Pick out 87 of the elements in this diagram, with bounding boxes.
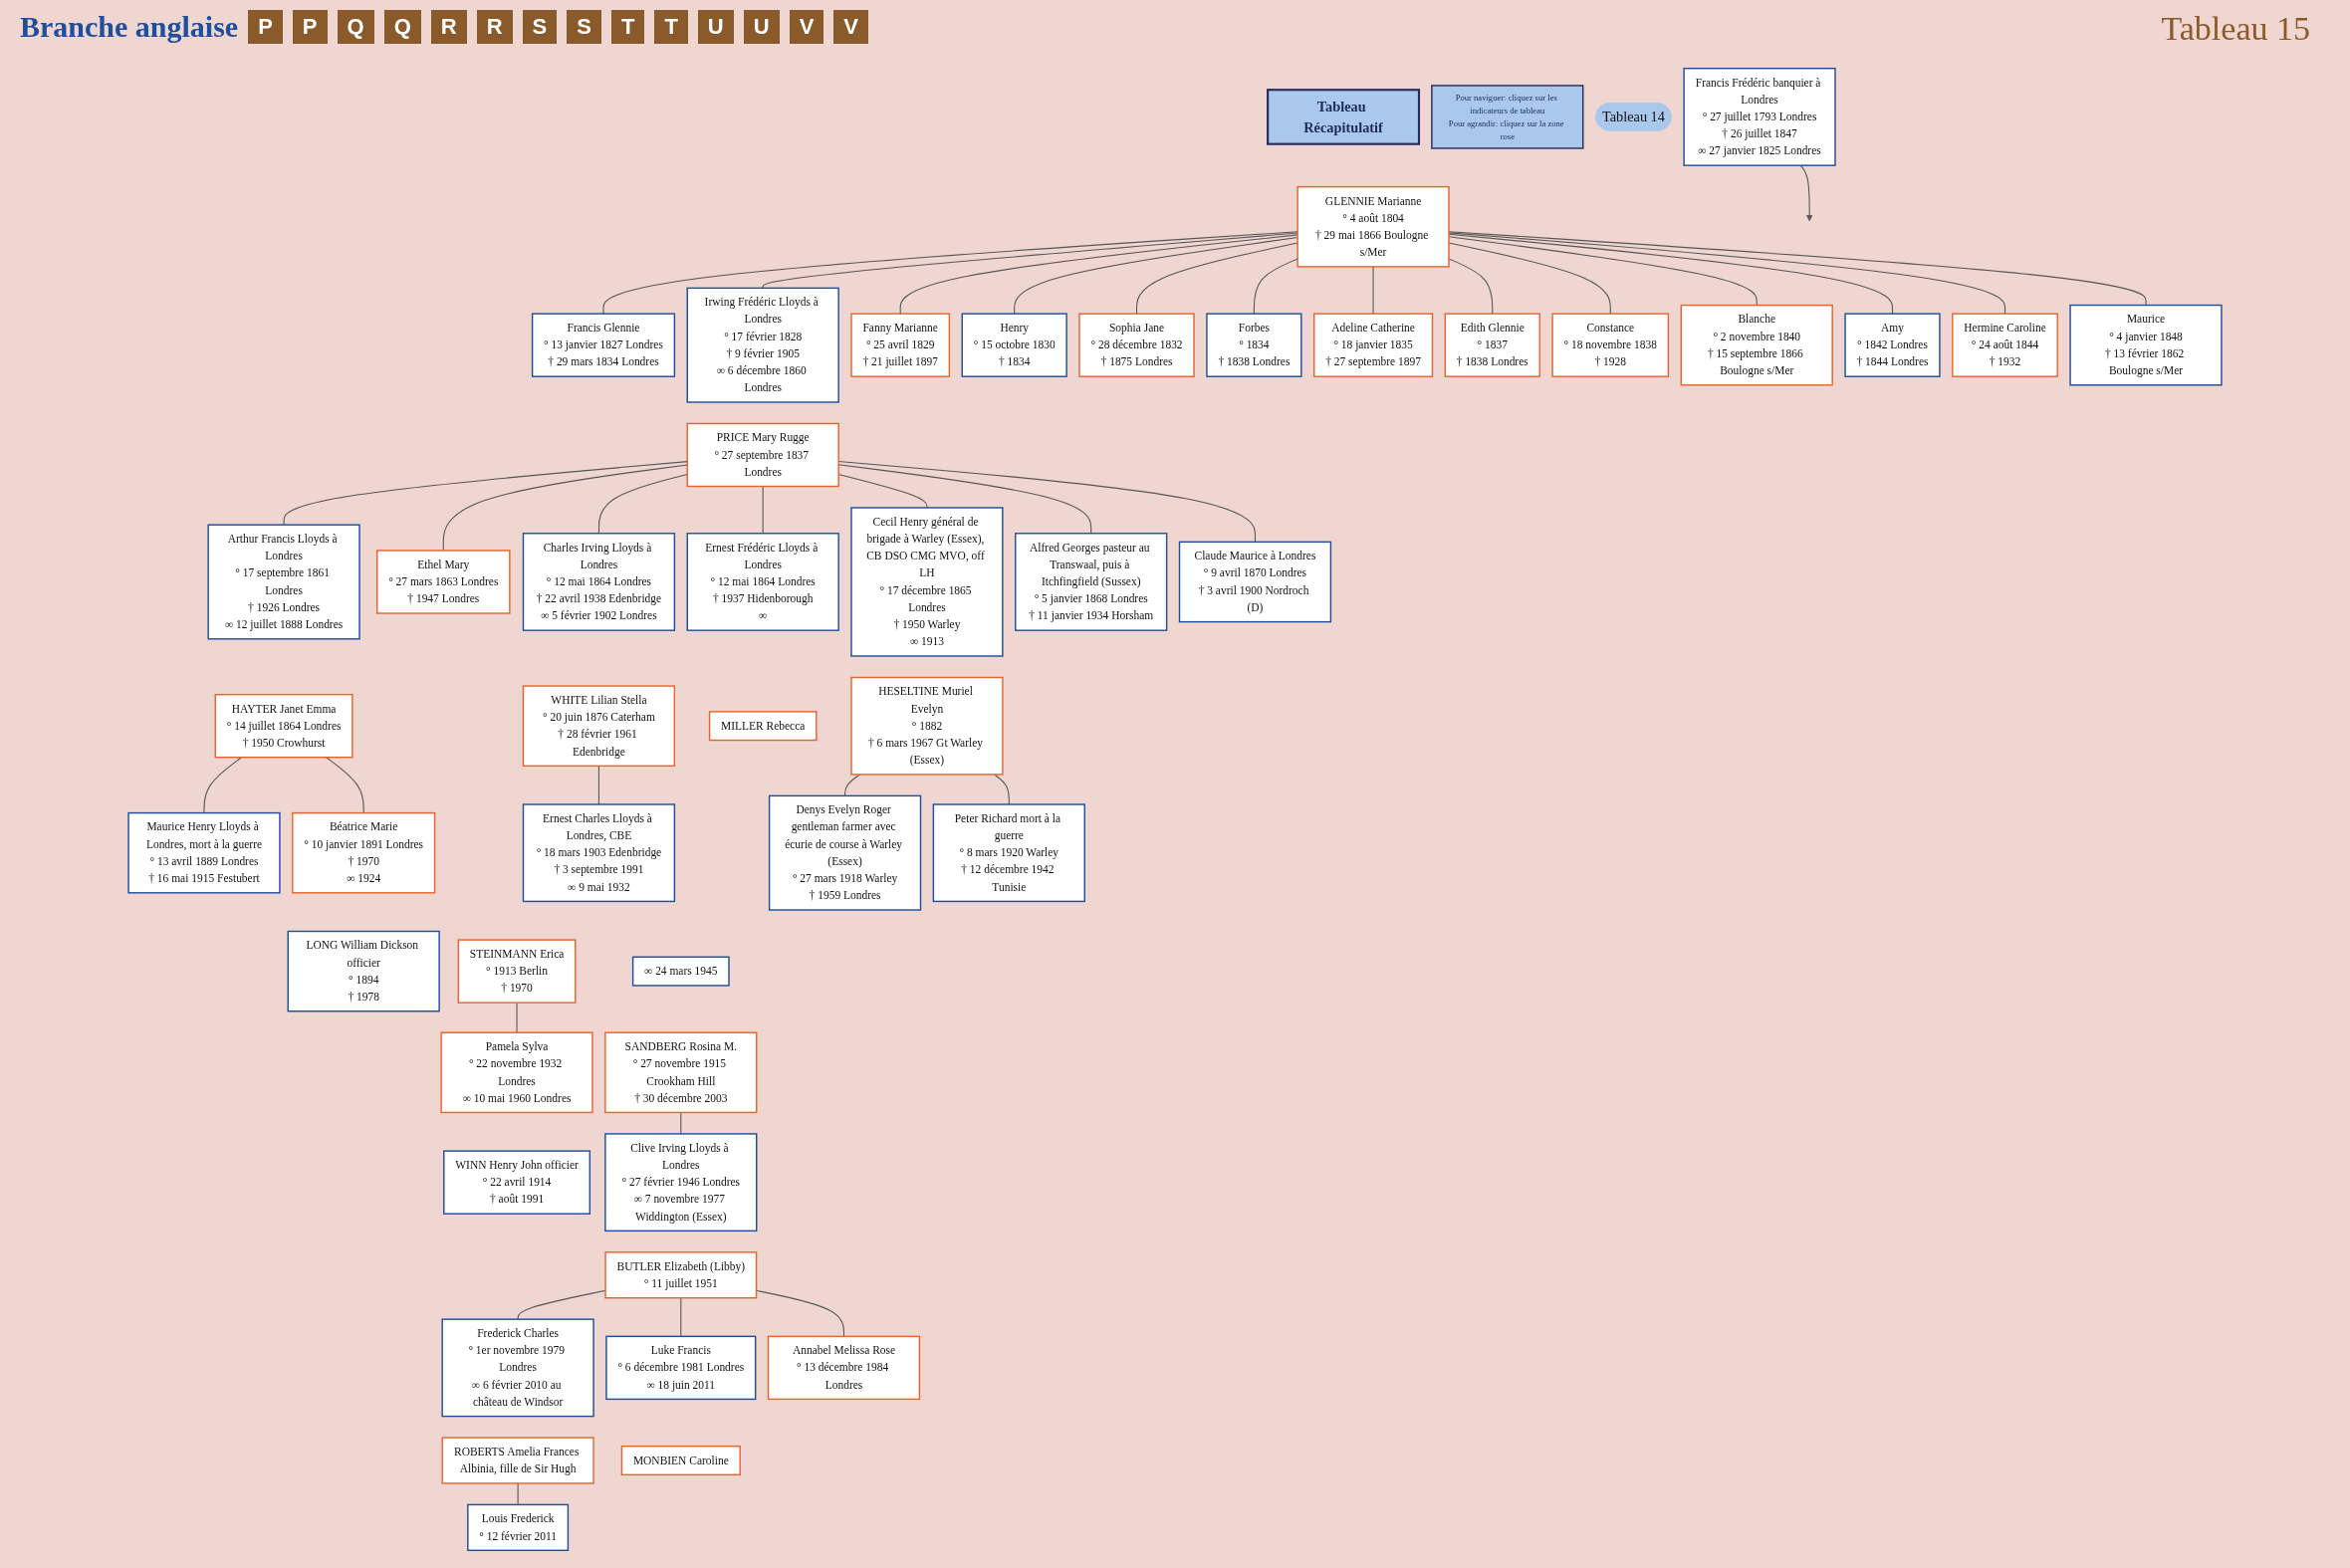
row-marker: S	[567, 10, 601, 44]
node-box: Henry ° 15 octobre 1830 † 1834	[961, 312, 1067, 377]
node-box: Edith Glennie ° 1837 † 1838 Londres	[1444, 312, 1540, 377]
title: Tableau 15	[2161, 10, 2310, 48]
node-box: Ethel Mary ° 27 mars 1863 Londres † 1947 Londres	[375, 549, 511, 614]
connector	[283, 460, 688, 526]
node-box: Adeline Catherine ° 18 janvier 1835 † 27 septembre 1897	[1313, 312, 1434, 377]
connector	[597, 765, 599, 805]
node-box: Béatrice Marie ° 10 janvier 1891 Londres † 1970 ∞ 1924	[292, 811, 436, 894]
connector	[762, 232, 1298, 289]
node-box: Pamela Sylva ° 22 novembre 1932 Londres ∞ 10 mai 1960 Londres	[440, 1031, 593, 1113]
connector	[516, 1002, 518, 1033]
node-box: Forbes ° 1834 † 1838 Londres	[1206, 312, 1302, 377]
connector	[517, 1289, 606, 1320]
row-marker: Q	[337, 10, 374, 44]
connector	[602, 230, 1298, 315]
node-box: Annabel Melissa Rose ° 13 décembre 1984 Londres	[767, 1335, 921, 1400]
node-box: Ernest Frédéric Lloyds à Londres ° 12 mai 1864 Londres † 1937 Hidenborough ∞	[686, 532, 839, 631]
connector	[844, 773, 860, 796]
row-marker: R	[476, 10, 513, 44]
row-marker: R	[430, 10, 467, 44]
connector	[899, 233, 1298, 315]
node-box: Sophia Jane ° 28 décembre 1832 † 1875 Londres	[1078, 312, 1195, 377]
node-box: Maurice Henry Lloyds à Londres, mort à la guerre ° 13 avril 1889 Londres † 16 mai 1915 Festubert	[127, 811, 281, 894]
node-box: Constance ° 18 novembre 1838 † 1928	[1551, 312, 1670, 377]
node-box: Blanche ° 2 novembre 1840 † 15 septembre 1866 Boulogne s/Mer	[1680, 304, 1833, 385]
node-box: GLENNIE Marianne ° 4 août 1804 † 29 mai 1866 Boulogne s/Mer	[1296, 185, 1450, 268]
connector	[597, 473, 688, 534]
node-box: Peter Richard mort à la guerre ° 8 mars 1920 Warley † 12 décembre 1942 Tunisie	[932, 802, 1085, 902]
connector	[442, 463, 688, 551]
node-box: WINN Henry John officier ° 22 avril 1914 † août 1991	[443, 1149, 591, 1215]
node-box: Fanny Marianne ° 25 avril 1829 † 21 juillet 1897	[850, 312, 951, 377]
node-box: Alfred Georges pasteur au Transwaal, puis à Itchfingfield (Sussex) ° 5 janvier 1868 Londres † 11 janvier 1934 Horsham	[1015, 532, 1168, 631]
node-box: Amy ° 1842 Londres † 1844 Londres	[1844, 312, 1941, 377]
row-marker: S	[522, 10, 558, 44]
connector	[756, 1289, 845, 1337]
node-box: Tableau Récapitulatif	[1267, 88, 1421, 145]
connector	[517, 1481, 519, 1505]
row-marker: Q	[383, 10, 421, 44]
node-box: LONG William Dickson officier ° 1894 † 1978	[287, 930, 440, 1011]
node-box: Arthur Francis Lloyds à Londres ° 17 septembre 1861 Londres † 1926 Londres ∞ 12 juillet 1888 Londres	[207, 523, 360, 639]
row-marker: V	[789, 10, 824, 44]
node-box: Charles Irving Lloyds à Londres ° 12 mai 1864 Londres † 22 avril 1938 Edenbridge ∞ 5 février 1902 Londres	[522, 532, 676, 631]
connector	[1253, 258, 1298, 315]
row-marker: T	[654, 10, 688, 44]
node-box: WHITE Lilian Stella ° 20 juin 1876 Caterham † 28 février 1961 Edenbridge	[522, 684, 676, 767]
node-box: HESELTINE Muriel Evelyn ° 1882 † 6 mars 1967 Gt Warley (Essex)	[850, 676, 1004, 776]
row-marker: T	[610, 10, 645, 44]
node-box: Louis Frederick ° 12 février 2011	[467, 1503, 570, 1551]
node-box: Francis Glennie ° 13 janvier 1827 Londres † 29 mars 1834 Londres	[531, 312, 676, 377]
node-box: Frederick Charles ° 1er novembre 1979 Londres ∞ 6 février 2010 au château de Windsor	[441, 1317, 594, 1417]
arrow	[1799, 164, 1813, 221]
node-box: Cecil Henry général de brigade à Warley (Essex), CB DSO CMG MVO, off LH ° 17 décembre 1865 Londres † 1950 Warley ∞ 1913	[850, 506, 1004, 657]
node-box: Claude Maurice à Londres ° 9 avril 1870 Londres † 3 avril 1900 Nordroch (D)	[1178, 541, 1332, 622]
node-box: STEINMANN Erica ° 1913 Berlin † 1970	[457, 938, 577, 1004]
node-box: Ernest Charles Lloyds à Londres, CBE ° 18 mars 1903 Edenbridge † 3 septembre 1991 ∞ 9 mai 1932	[522, 802, 676, 902]
row-marker: P	[292, 10, 328, 44]
row-marker: V	[833, 10, 868, 44]
row-marker: U	[743, 10, 780, 44]
connector	[993, 773, 1010, 805]
node-box: Clive Irving Lloyds à Londres ° 27 février 1946 Londres ∞ 7 novembre 1977 Widdington (Essex)	[604, 1132, 758, 1232]
connector	[1136, 241, 1298, 315]
node-box: Maurice ° 4 janvier 1848 † 13 février 1862 Boulogne s/Mer	[2069, 304, 2223, 385]
connector	[680, 1111, 682, 1134]
row-marker: P	[248, 10, 283, 44]
row-marker: U	[697, 10, 734, 44]
node-box: HAYTER Janet Emma ° 14 juillet 1864 Londres † 1950 Crowhurst	[214, 693, 353, 758]
node-box: ∞ 24 mars 1945	[631, 956, 730, 987]
node-box: ROBERTS Amelia Frances Albinia, fille de Sir Hugh	[441, 1436, 594, 1484]
node-box: MILLER Rebecca	[708, 710, 818, 741]
node-box: Francis Frédéric banquier à Londres ° 27 juillet 1793 Londres † 26 juillet 1847 ∞ 27 janvier 1825 Londres	[1683, 67, 1836, 166]
connector	[326, 756, 364, 813]
connector	[1372, 265, 1374, 315]
node-box: MONBIEN Caroline	[620, 1445, 741, 1475]
subtitle: Branche anglaise	[20, 10, 239, 44]
connector	[680, 1296, 682, 1337]
node-box: Luke Francis ° 6 décembre 1981 Londres ∞ 18 juin 2011	[605, 1335, 757, 1400]
connector	[1014, 236, 1298, 315]
node-box: BUTLER Elizabeth (Libby) ° 11 juillet 1951	[604, 1250, 758, 1298]
connector	[762, 485, 764, 534]
node-box: Irwing Frédéric Lloyds à Londres ° 17 février 1828 † 9 février 1905 ∞ 6 décembre 1860 Londres	[686, 287, 839, 403]
node-box: PRICE Mary Rugge ° 27 septembre 1837 Londres	[686, 422, 839, 487]
node-box: SANDBERG Rosina M. ° 27 novembre 1915 Crookham Hill † 30 décembre 2003	[604, 1031, 758, 1113]
node-box: Hermine Caroline ° 24 août 1844 † 1932	[1952, 312, 2058, 377]
node-box: Denys Evelyn Roger gentleman farmer avec écurie de course à Warley (Essex) ° 27 mars 1918 Warley † 1959 Londres	[768, 794, 922, 911]
connector	[203, 756, 243, 813]
node-box: Pour naviguer: cliquez sur les indicateurs de tableau Pour agrandir: cliquez sur la zone rose	[1431, 84, 1584, 149]
